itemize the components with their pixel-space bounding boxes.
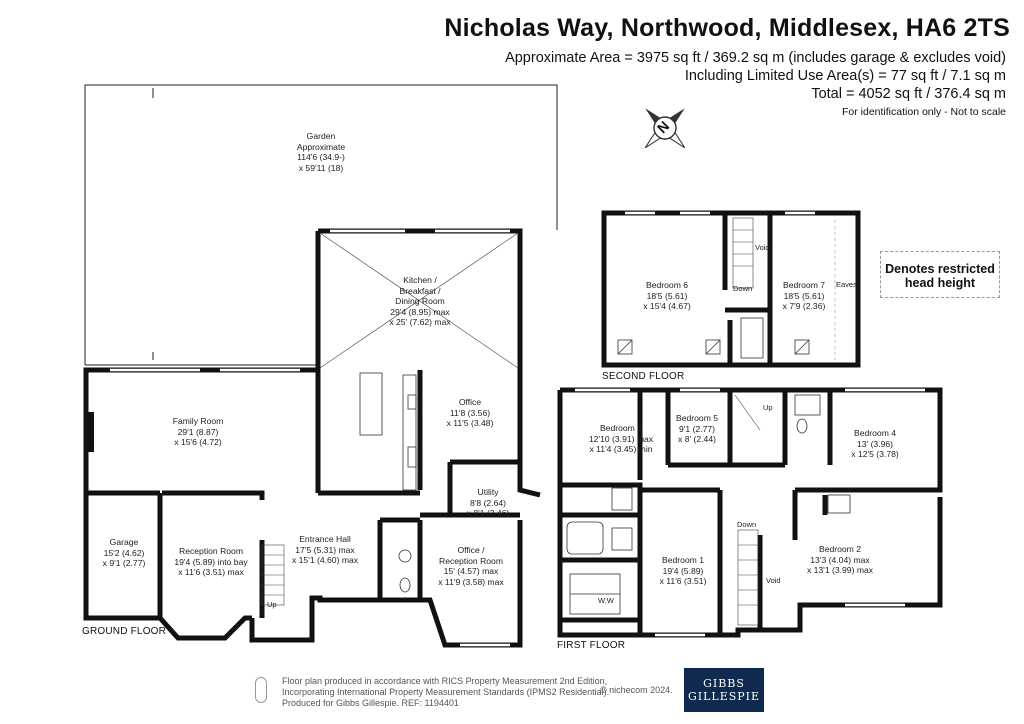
kitchen-vaulted-ceiling	[319, 232, 519, 369]
property-address-title: Nicholas Way, Northwood, Middlesex, HA6 …	[444, 14, 1010, 42]
roof-windows	[617, 339, 810, 355]
down-label-second: Down	[733, 284, 753, 293]
copyright: © nichecom 2024.	[600, 685, 673, 695]
ground-floor-label: GROUND FLOOR	[82, 626, 167, 637]
down-label-first: Down	[737, 520, 757, 529]
ground-stairs	[261, 544, 285, 606]
identification-note: For identification only - Not to scale	[842, 106, 1006, 118]
void-label-second: Void	[755, 243, 770, 252]
ground-floor-windows	[110, 229, 510, 647]
second-floor-label: SECOND FLOOR	[602, 371, 685, 382]
eaves-label: Eaves	[836, 280, 857, 289]
limited-use-area: Including Limited Use Area(s) = 77 sq ft…	[684, 68, 1006, 84]
approximate-area: Approximate Area = 3975 sq ft / 369.2 sq…	[505, 50, 1006, 66]
first-floor-label: FIRST FLOOR	[557, 640, 626, 651]
up-label-ground: Up	[267, 600, 277, 609]
total-area: Total = 4052 sq ft / 376.4 sq m	[811, 86, 1006, 102]
garden-boundary	[84, 84, 558, 366]
void-label-first: Void	[766, 576, 781, 585]
second-stairs	[732, 217, 754, 289]
second-floor-walls	[601, 210, 861, 368]
person-icon	[255, 677, 267, 703]
ground-wc	[399, 577, 411, 593]
fireplace	[88, 412, 94, 452]
restricted-head-height-key: Denotes restricted head height	[880, 251, 1000, 298]
compass-rose-icon	[644, 108, 686, 149]
kitchen-units	[359, 372, 417, 491]
first-floor-windows	[575, 388, 925, 637]
first-stairs	[734, 394, 761, 626]
up-label-first: Up	[763, 403, 773, 412]
first-floor-fittings	[566, 317, 851, 615]
gibbs-gillespie-logo: GIBBS GILLESPIE	[684, 668, 764, 712]
walk-in-wardrobe-label: W.W	[598, 596, 614, 605]
footer-disclaimer: Floor plan produced in accordance with R…	[282, 676, 610, 708]
first-floor-walls	[557, 387, 943, 638]
